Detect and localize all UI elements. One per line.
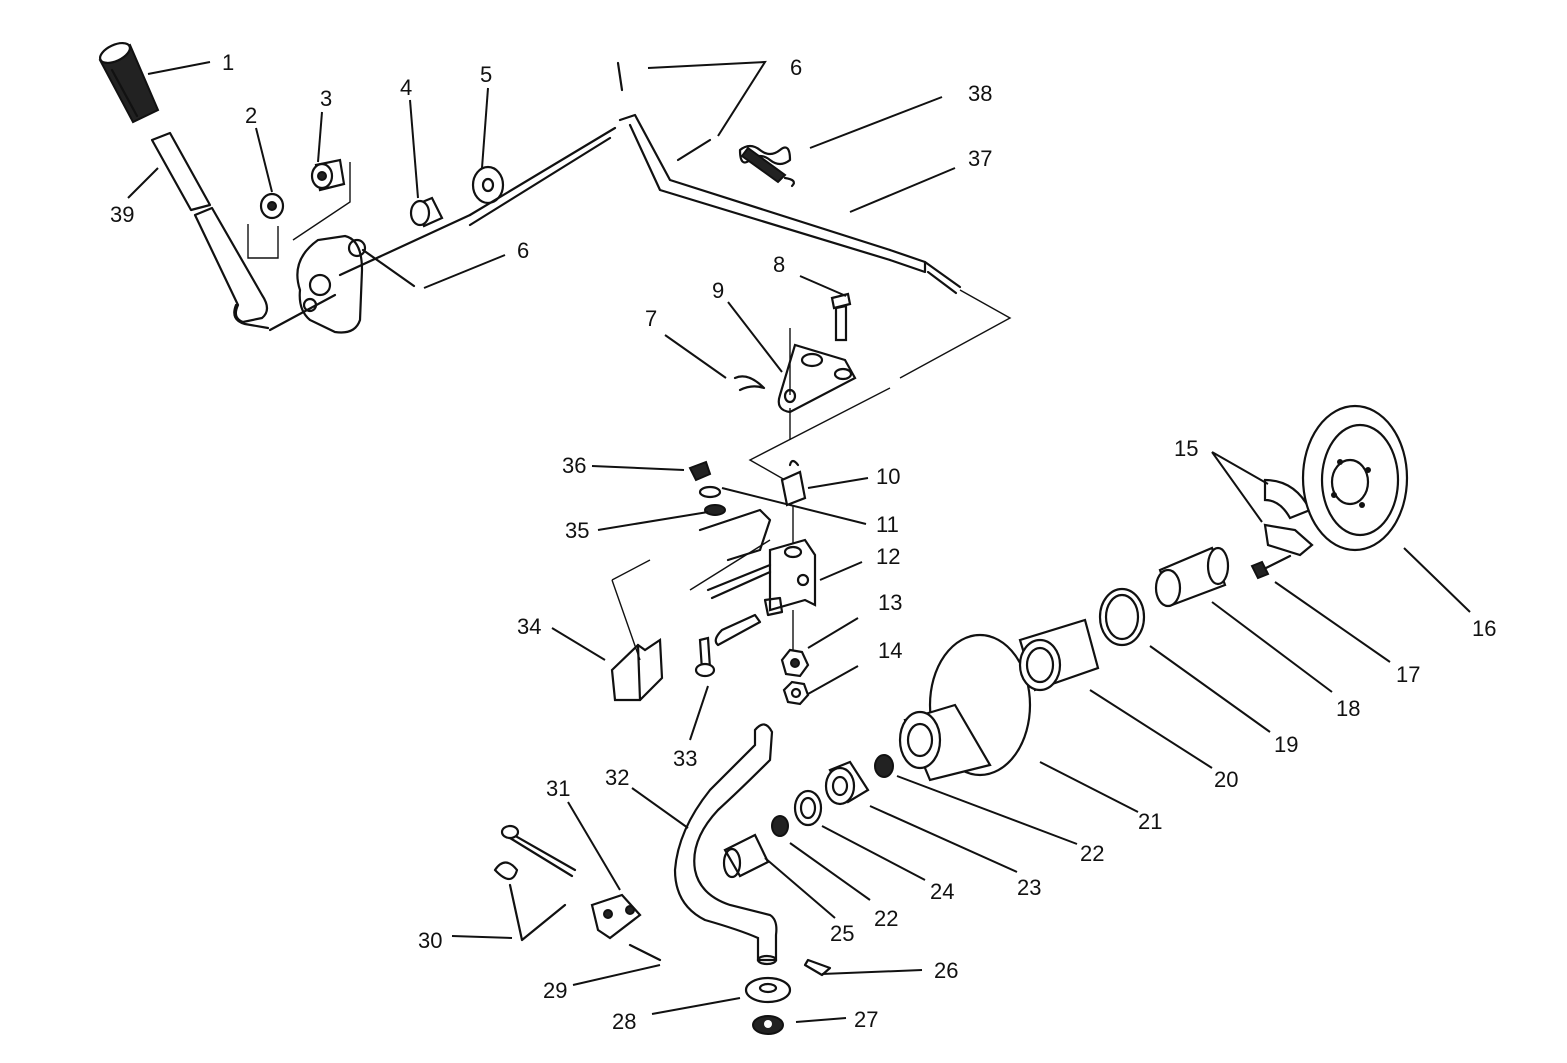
callout-3: 3 <box>320 86 332 111</box>
callout-10: 10 <box>876 464 900 489</box>
part-3-bushing <box>310 158 346 192</box>
part-33-bolt <box>694 636 716 678</box>
callout-30: 30 <box>418 928 442 953</box>
callout-5: 5 <box>480 62 492 87</box>
callout-33: 33 <box>673 746 697 771</box>
callout-22-left: 22 <box>874 906 898 931</box>
callout-25: 25 <box>830 921 854 946</box>
callout-19: 19 <box>1274 732 1298 757</box>
lever-plate <box>268 213 472 334</box>
callout-39: 39 <box>110 202 134 227</box>
part-16-pulley <box>1301 404 1409 552</box>
callout-38: 38 <box>968 81 992 106</box>
part-15-plates <box>1263 478 1314 557</box>
part-10-clevis <box>780 459 807 507</box>
part-19-ring <box>1098 587 1146 647</box>
callout-9: 9 <box>712 278 724 303</box>
callout-17: 17 <box>1396 662 1420 687</box>
callout-2: 2 <box>245 103 257 128</box>
callout-34: 34 <box>517 614 541 639</box>
part-31-bracket <box>590 893 642 940</box>
part-25-collar <box>722 833 770 879</box>
callout-29: 29 <box>543 978 567 1003</box>
part-24-seal <box>793 789 823 827</box>
part-9-bracket <box>777 328 857 440</box>
part-14-nut <box>782 680 810 706</box>
part-20-needle-bearing <box>1018 618 1100 692</box>
callout-14: 14 <box>878 638 902 663</box>
callout-23: 23 <box>1017 875 1041 900</box>
part-18-sleeve <box>1154 546 1230 608</box>
callout-6-lower: 6 <box>517 238 529 263</box>
callout-1: 1 <box>222 50 234 75</box>
pivot-rod <box>706 563 772 600</box>
callout-28: 28 <box>612 1009 636 1034</box>
part-38-spring <box>738 144 795 188</box>
callout-27: 27 <box>854 1007 878 1032</box>
callout-36: 36 <box>562 453 586 478</box>
part-5-washer <box>471 165 505 205</box>
callout-21: 21 <box>1138 809 1162 834</box>
part-6-cotter-pin-lower <box>361 248 416 288</box>
callout-37: 37 <box>968 146 992 171</box>
callout-8: 8 <box>773 252 785 277</box>
part-22-spacer-b <box>874 754 894 778</box>
callout-7: 7 <box>645 306 657 331</box>
part-39-handle-rod <box>150 131 270 330</box>
callout-18: 18 <box>1336 696 1360 721</box>
callout-31: 31 <box>546 776 570 801</box>
part-2-bushing <box>259 192 285 220</box>
part-28-washer <box>744 976 792 1004</box>
part-6-cotter-pin-mid <box>676 138 712 162</box>
part-23-bearing <box>824 760 870 806</box>
callout-13: 13 <box>878 590 902 615</box>
part-8-bolt <box>830 292 852 342</box>
part-32-pedal-arm <box>673 723 778 966</box>
pivot-arm <box>698 508 772 562</box>
callout-32: 32 <box>605 765 629 790</box>
part-26-clip <box>803 958 832 977</box>
callout-12: 12 <box>876 544 900 569</box>
leader-lines <box>127 60 1471 1023</box>
part-27-nut <box>752 1015 784 1035</box>
callout-15: 15 <box>1174 436 1198 461</box>
part-36-nut <box>688 460 712 482</box>
callout-labels: 1 2 3 4 5 6 6 7 8 9 10 11 12 13 14 15 16… <box>110 50 1496 1034</box>
callout-20: 20 <box>1214 767 1238 792</box>
part-35-clip <box>704 504 726 516</box>
part-11-washer <box>698 485 722 499</box>
part-29-pin <box>628 943 662 962</box>
part-1-grip <box>98 41 160 124</box>
callout-24: 24 <box>930 879 954 904</box>
part-21-pulley-hub <box>898 633 1032 782</box>
part-6-cotter-pin-upper <box>616 61 624 92</box>
part-4-bushing <box>409 196 444 228</box>
part-12-bracket <box>768 538 817 612</box>
part-22-spacer-a <box>771 815 789 837</box>
callout-26: 26 <box>934 958 958 983</box>
bracket-bolt <box>714 613 762 647</box>
part-17-bolt <box>1250 554 1292 580</box>
callout-6-upper: 6 <box>790 55 802 80</box>
callout-22-right: 22 <box>1080 841 1104 866</box>
part-13-locknut <box>780 648 810 678</box>
callout-4: 4 <box>400 75 412 100</box>
callout-11: 11 <box>876 512 899 537</box>
part-37-link-rod <box>468 113 962 295</box>
part-7-hairpin <box>733 375 766 392</box>
parts-artwork <box>98 41 1409 1035</box>
part-34-bracket <box>610 559 664 702</box>
callout-16: 16 <box>1472 616 1496 641</box>
callout-35: 35 <box>565 518 589 543</box>
part-30-torsion-spring <box>493 824 577 942</box>
